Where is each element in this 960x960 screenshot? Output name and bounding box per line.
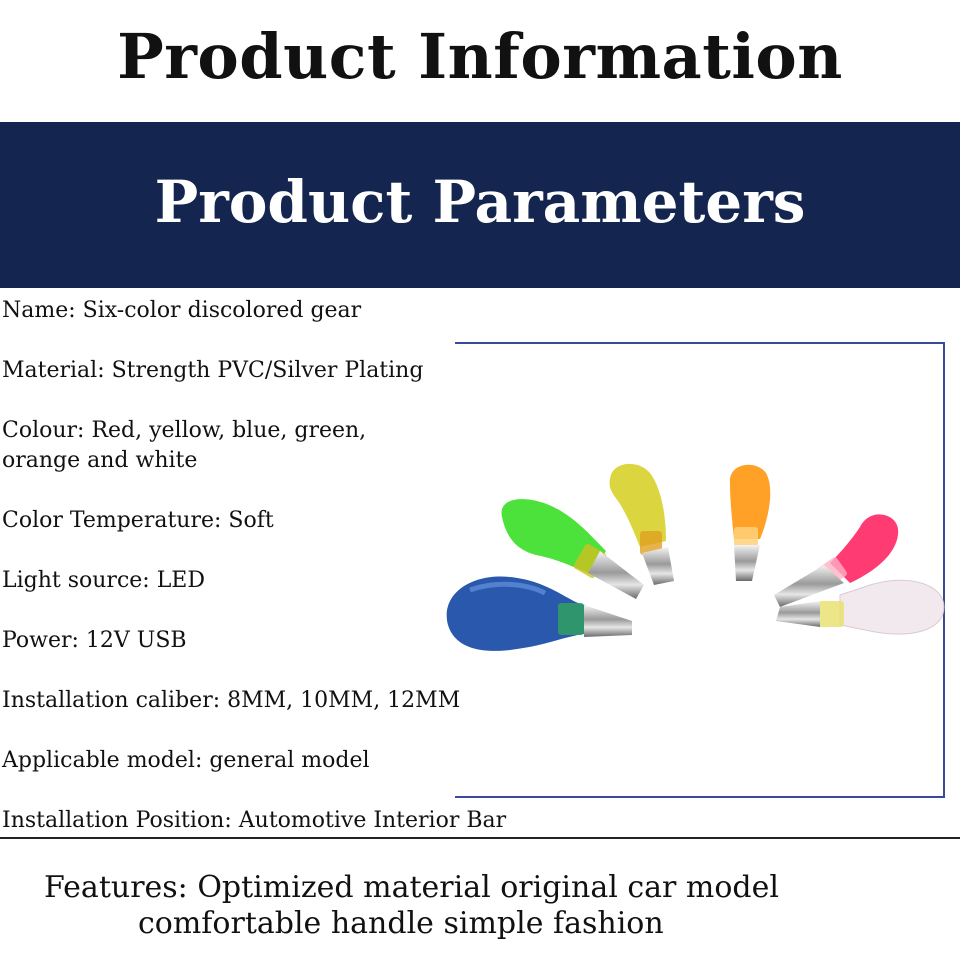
orange-knob-icon [729,464,771,581]
param-colour-continued: orange and white [2,448,198,473]
white-knob-icon [776,579,945,635]
image-frame [455,342,945,798]
features-line-2: comfortable handle simple fashion [138,906,664,941]
features-line-1: Features: Optimized material original ca… [44,870,779,905]
param-light-source: Light source: LED [2,568,206,593]
param-power: Power: 12V USB [2,628,187,653]
param-installation-caliber: Installation caliber: 8MM, 10MM, 12MM [2,688,461,713]
param-material: Material: Strength PVC/Silver Plating [2,358,424,383]
param-applicable-model: Applicable model: general model [2,748,370,773]
parameters-banner: Product Parameters [0,122,960,288]
param-colour: Colour: Red, yellow, blue, green, [2,418,367,443]
banner-title: Product Parameters [154,168,806,236]
green-knob-icon [501,499,644,599]
divider [0,837,960,839]
param-name: Name: Six-color discolored gear [2,298,362,323]
page-title: Product Information [117,20,843,93]
param-installation-position: Installation Position: Automotive Interi… [2,808,507,833]
yellow-knob-icon [609,463,674,585]
blue-knob-icon [446,576,632,651]
red-knob-icon [774,514,899,607]
gear-knobs-image [446,463,945,651]
param-color-temperature: Color Temperature: Soft [2,508,274,533]
